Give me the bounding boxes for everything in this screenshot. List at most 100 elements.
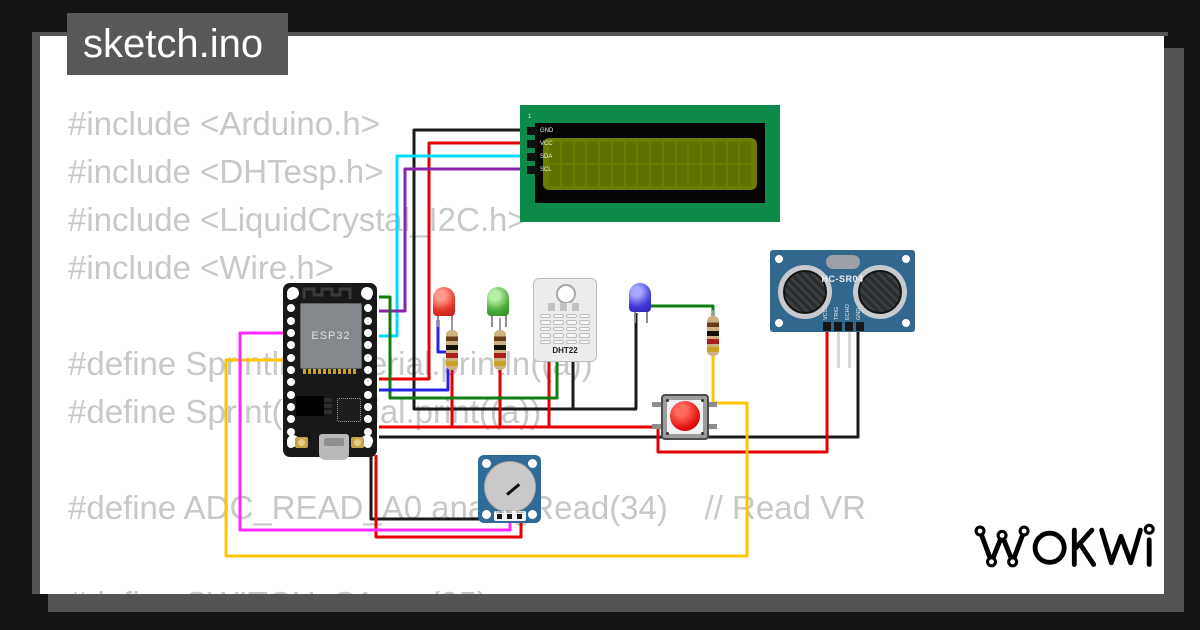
- hcsr04-pin-gnd: [856, 322, 864, 331]
- chip-pads: [303, 369, 357, 374]
- lcd-character-cell: [638, 165, 649, 186]
- lcd-character-cell: [702, 165, 713, 186]
- lcd-pin-label: SCL: [540, 167, 552, 173]
- pot-pin-sig: [507, 514, 512, 519]
- lcd-character-cell: [625, 165, 637, 186]
- pot-pin-gnd: [497, 514, 502, 519]
- lcd-character-cell: [612, 165, 624, 186]
- code-line: [68, 436, 866, 484]
- esp32-pin: [364, 415, 372, 424]
- lcd-character-cell: [727, 165, 739, 186]
- lcd-character-cell: [600, 165, 611, 186]
- esp32-pin: [287, 427, 295, 436]
- esp32-module-label: ESP32: [311, 330, 351, 342]
- esp32-pin: [364, 439, 372, 448]
- esp32-pin: [364, 328, 372, 337]
- boot-button: [295, 437, 308, 448]
- esp32-pin: [364, 316, 372, 325]
- reset-button: [351, 437, 364, 448]
- sketch-filename: sketch.ino: [83, 22, 264, 66]
- blue-led: [629, 283, 651, 312]
- lcd-character-cell: [587, 142, 598, 163]
- esp32-pin: [287, 328, 295, 337]
- lcd-pin-label: GND: [540, 128, 554, 134]
- lcd-pin-label: VCC: [540, 141, 553, 147]
- esp32-pin: [364, 292, 372, 300]
- lcd1602-display: 1 GND VCC SDA SCL: [520, 105, 780, 222]
- lcd-pin-vcc: [527, 140, 537, 148]
- lcd-character-cell: [689, 142, 700, 163]
- oscillator: [826, 255, 860, 269]
- esp32-module: ESP32: [300, 303, 362, 369]
- echo-pin-stub: [848, 332, 851, 368]
- hcsr04-pin-label: TRIG: [834, 306, 840, 320]
- esp32-pin: [287, 304, 295, 313]
- lcd-pin-sda: [527, 153, 537, 161]
- lcd-pin-label: SDA: [540, 154, 553, 160]
- esp32-pin: [364, 304, 372, 313]
- lcd-character-cell: [702, 142, 713, 163]
- esp32-pin: [364, 402, 372, 411]
- esp32-pin: [364, 427, 372, 436]
- code-line: #define Sprint(a) Serial.print((a)): [68, 393, 542, 430]
- hcsr04-pin-echo: [845, 322, 853, 331]
- lcd-character-cell: [651, 165, 662, 186]
- esp32-pin: [364, 390, 372, 399]
- esp32-pin: [364, 353, 372, 362]
- green-led: [487, 287, 509, 316]
- code-line: #include <DHTesp.h>: [68, 153, 384, 190]
- lcd-pin1-label: 1: [528, 114, 532, 120]
- resistor-blue-led: [707, 316, 719, 356]
- lcd-character-cell: [625, 142, 637, 163]
- lcd-character-cell: [587, 165, 598, 186]
- code-line: [68, 292, 866, 340]
- code-line: #define ADC_READ_A0 analogRead(34) // Re…: [68, 489, 866, 526]
- lcd-character-cell: [727, 142, 739, 163]
- lcd-character-cell: [638, 142, 649, 163]
- esp32-pin: [287, 415, 295, 424]
- esp32-board: ESP32: [283, 283, 377, 460]
- lcd-character-cell: [574, 165, 586, 186]
- red-led: [433, 287, 455, 316]
- lcd-pin-scl: [527, 166, 537, 174]
- led-leg: [646, 310, 648, 323]
- code-line: #include <Wire.h>: [68, 249, 334, 286]
- hcsr04-pin-label: ECHO: [845, 304, 851, 320]
- dht22-mount-hole: [556, 284, 576, 304]
- lcd-character-cell: [600, 142, 611, 163]
- sketch-filename-tab: sketch.ino: [67, 13, 288, 75]
- preview-card: #include <Arduino.h> #include <DHTesp.h> #…: [40, 36, 1164, 594]
- lcd-character-cell: [714, 142, 726, 163]
- esp32-pin: [364, 378, 372, 387]
- resistor-green-led: [494, 330, 506, 370]
- lcd-character-cell: [612, 142, 624, 163]
- lcd-character-cell: [740, 142, 751, 163]
- lcd-character-cell: [676, 142, 688, 163]
- usb-uart-chip: [337, 398, 361, 422]
- esp32-pin: [287, 365, 295, 374]
- wokwi-logo: [974, 523, 1155, 568]
- antenna-icon: [302, 287, 352, 299]
- esp32-pin: [364, 341, 372, 350]
- code-line: #include <Arduino.h>: [68, 105, 380, 142]
- dht22-label: DHT22: [552, 346, 578, 355]
- esp32-pin: [287, 378, 295, 387]
- esp32-pin: [364, 365, 372, 374]
- lcd-pin-gnd: [527, 127, 537, 135]
- code-line: #define SWITCH_S1 (35): [68, 580, 866, 594]
- card-border-top: [32, 32, 1168, 36]
- esp32-pin: [287, 353, 295, 362]
- push-button-cap: [670, 401, 700, 431]
- resistor-red-led: [446, 330, 458, 370]
- pin-header-left: [287, 292, 296, 448]
- dht22-vents: [540, 314, 590, 344]
- ultrasonic-transmitter: [778, 265, 832, 319]
- esp32-pin: [287, 292, 295, 300]
- voltage-regulator: [296, 396, 332, 416]
- esp32-pin: [287, 341, 295, 350]
- usb-connector: [319, 434, 349, 460]
- hcsr04-label: HC-SR04: [821, 274, 864, 284]
